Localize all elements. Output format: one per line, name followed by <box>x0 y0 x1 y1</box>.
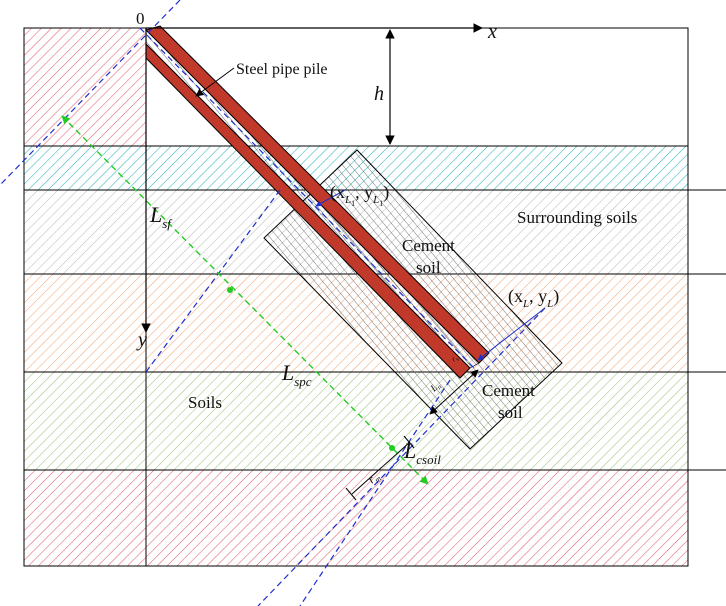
ln-dimension <box>429 369 479 415</box>
rm-tick-1 <box>345 487 357 501</box>
point-L-leader <box>477 307 546 361</box>
rm-dimension <box>351 441 411 495</box>
x-axis-label: x <box>487 21 497 43</box>
y-axis-label: y <box>136 329 147 351</box>
steel-pipe-leader <box>195 67 235 97</box>
L-csoil-label: Lcsoil <box>403 438 441 467</box>
steel-pipe-pile-label: Steel pipe pile <box>236 61 328 78</box>
cement-soil-2-line1: Cement <box>482 381 535 400</box>
point-L1-leader <box>315 189 346 207</box>
layer-bottom-red <box>24 470 688 566</box>
point-L-label: (xL, yL) <box>508 286 559 310</box>
soils-label: Soils <box>188 393 222 412</box>
L-sf-label: Lsf <box>149 202 173 231</box>
layer-green-soils <box>24 372 688 470</box>
cement-soil-1-line1: Cement <box>402 236 455 255</box>
point-L1-label: (xL1, yL1) <box>330 182 389 208</box>
r-small-label: rs <box>449 353 461 365</box>
green-dimension-line <box>61 115 429 485</box>
h-label: h <box>374 83 384 105</box>
surrounding-soils-label: Surrounding soils <box>517 208 637 227</box>
cement-soil-2-line2: soil <box>498 403 523 422</box>
rm-tick-2 <box>403 435 415 449</box>
layer-top-red <box>24 28 146 146</box>
origin-label: 0 <box>136 9 145 28</box>
green-dot-1 <box>227 287 233 293</box>
green-dot-2 <box>389 445 395 451</box>
cement-soil-1-line2: soil <box>416 258 441 277</box>
L-spc-label: Lspc <box>281 360 312 389</box>
